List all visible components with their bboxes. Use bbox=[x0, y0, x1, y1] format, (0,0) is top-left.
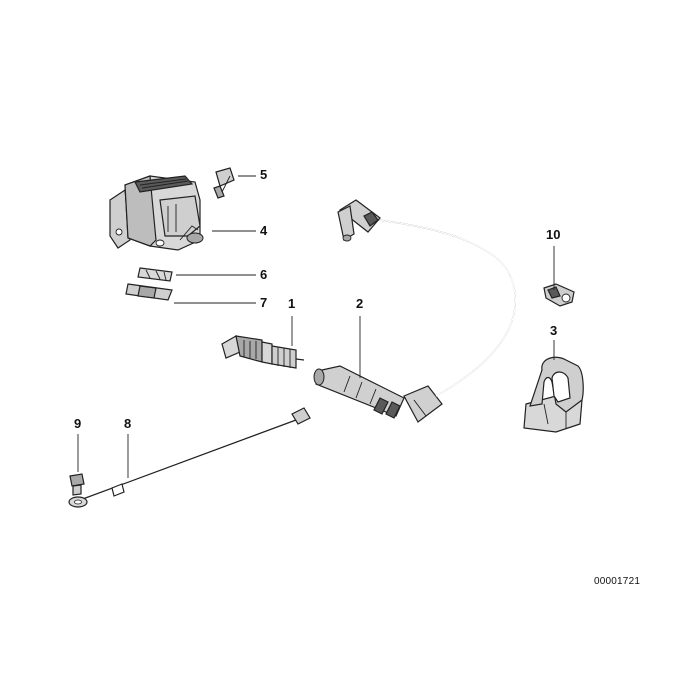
callout-1: 1 bbox=[288, 296, 296, 311]
callout-7: 7 bbox=[260, 295, 268, 310]
cable-clip bbox=[543, 283, 575, 307]
ground-wire bbox=[68, 407, 311, 508]
leader-lines bbox=[77, 175, 555, 478]
callout-8: 8 bbox=[124, 416, 132, 431]
callout-2: 2 bbox=[356, 296, 364, 311]
ignition-coil bbox=[109, 175, 204, 251]
callout-4: 4 bbox=[260, 223, 268, 238]
callout-5: 5 bbox=[260, 167, 268, 182]
catalog-number: 00001721 bbox=[594, 576, 641, 587]
callout-9: 9 bbox=[74, 416, 82, 431]
callout-6: 6 bbox=[260, 267, 268, 282]
connector-strips bbox=[125, 267, 173, 301]
coil-screw bbox=[213, 167, 235, 199]
cable-holder bbox=[523, 356, 584, 433]
spark-plug bbox=[221, 335, 305, 369]
callout-10: 10 bbox=[546, 227, 561, 242]
ignition-lead bbox=[313, 199, 516, 423]
callout-3: 3 bbox=[550, 323, 558, 338]
ground-bolt bbox=[69, 473, 85, 496]
